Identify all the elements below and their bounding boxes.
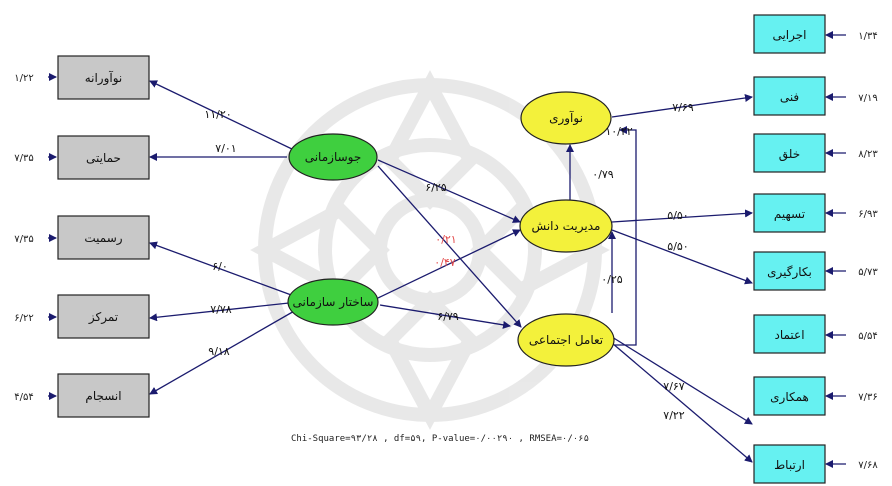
indicator-box-tamarkoz bbox=[57, 294, 150, 339]
coef-sakh-rasmiat: ۶/۰ bbox=[212, 260, 228, 273]
fit-statistics: Chi-Square=۹۳/۲۸ , df=۵۹, P-value=۰/۰۰۲۹… bbox=[291, 434, 589, 444]
left-indicator-group: نوآورانه ۱/۲۲ حمایتی ۷/۳۵ رسمیت ۷/۳۵ تمر… bbox=[14, 55, 150, 418]
error-value-khalgh: ۸/۲۳ bbox=[858, 149, 878, 160]
coef-mod-bekar: ۵/۵۰ bbox=[667, 240, 688, 253]
indicator-label-ertebat: ارتباط bbox=[774, 458, 805, 473]
indicator-box-khalgh bbox=[753, 133, 826, 173]
error-value-rasmiat: ۷/۳۵ bbox=[14, 234, 33, 245]
indicator-box-ertebat bbox=[753, 444, 826, 484]
coef-sakh-tamarkoz: ۷/۷۸ bbox=[210, 303, 232, 316]
arrow-taam-hamkari bbox=[611, 336, 753, 425]
coef-jav-mod: ۶/۲۵ bbox=[425, 181, 447, 194]
indicator-label-ensejam: انسجام bbox=[85, 389, 121, 403]
error-value-noavarane: ۱/۲۲ bbox=[14, 73, 33, 84]
arrow-sakh-mod bbox=[377, 229, 521, 299]
arrow-jav-noavarane bbox=[149, 80, 295, 151]
indicator-label-fani: فنی bbox=[780, 90, 799, 104]
coef-red-b: ۰/۴۷ bbox=[434, 256, 456, 269]
error-value-ejraei: ۱/۳۴ bbox=[858, 31, 877, 42]
indicator-box-rasmiat bbox=[57, 215, 150, 260]
indicator-box-fani bbox=[753, 76, 826, 116]
latent-ellipse-sakh bbox=[287, 278, 379, 326]
coef-jav-noavarane: ۱۱/۲۰ bbox=[204, 108, 231, 121]
indicator-label-ejraei: اجرایی bbox=[772, 28, 806, 43]
indicator-label-khalgh: خلق bbox=[779, 147, 800, 162]
indicator-label-tashim: تسهیم bbox=[774, 207, 805, 221]
error-value-bekar: ۵/۷۳ bbox=[858, 267, 878, 278]
coef-red-a: ۰/۲۱ bbox=[435, 233, 456, 246]
arrow-jav-taam bbox=[377, 165, 522, 328]
indicator-box-ejraei bbox=[753, 14, 826, 54]
arrow-sakh-tamarkoz bbox=[149, 302, 290, 322]
arrow-sakh-rasmiat bbox=[149, 241, 295, 297]
arrow-sakh-ensejam bbox=[149, 309, 297, 395]
error-value-ensejam: ۴/۵۴ bbox=[14, 392, 33, 403]
right-indicator-group: اجرایی ۱/۳۴ فنی ۷/۱۹ خلق ۸/۲۳ تسهیم ۶/۹۳… bbox=[753, 14, 878, 484]
arrow-jav-mod bbox=[377, 159, 521, 223]
latent-ellipse-jav bbox=[288, 133, 378, 181]
error-value-tashim: ۶/۹۳ bbox=[858, 209, 878, 220]
indicator-label-hemayati: حمایتی bbox=[86, 151, 121, 165]
indicator-box-tashim bbox=[753, 193, 826, 233]
coef-mod-tashim: ۵/۵۰ bbox=[667, 209, 688, 222]
coef-taam-hamkari: ۷/۶۷ bbox=[663, 380, 685, 393]
latent-ellipse-taam bbox=[517, 313, 615, 367]
indicator-box-bekar bbox=[753, 251, 826, 291]
latent-label-sakh: ساختار سازمانی bbox=[293, 295, 374, 310]
arrow-noav-fani bbox=[611, 94, 753, 118]
error-value-ertebat: ۷/۶۸ bbox=[858, 460, 878, 471]
coef-mod-noav: ۰/۷۹ bbox=[592, 168, 614, 181]
latent-label-taam: تعامل اجتماعی bbox=[529, 333, 603, 347]
indicator-box-hamkari bbox=[753, 376, 826, 416]
error-value-etemad: ۵/۵۴ bbox=[858, 331, 877, 342]
arrow-sakh-taam bbox=[379, 304, 511, 329]
indicator-label-rasmiat: رسمیت bbox=[84, 231, 122, 246]
indicator-box-hemayati bbox=[57, 135, 150, 180]
arrow-taam-ertebat bbox=[611, 342, 753, 463]
error-value-hemayati: ۷/۳۵ bbox=[14, 153, 33, 164]
watermark-ornament bbox=[250, 70, 610, 430]
indicator-label-noavarane: نوآورانه bbox=[85, 70, 123, 86]
error-value-hamkari: ۷/۳۶ bbox=[858, 392, 877, 403]
coef-sakh-taam: ۶/۷۹ bbox=[437, 310, 459, 323]
coef-jav-hemayati: ۷/۰۱ bbox=[215, 142, 236, 155]
coef-noav-fani: ۷/۶۹ bbox=[672, 101, 694, 114]
error-value-fani: ۷/۱۹ bbox=[858, 93, 877, 104]
latent-label-jav: جوسازمانی bbox=[305, 150, 362, 165]
indicator-box-ensejam bbox=[57, 373, 150, 418]
indicator-label-bekar: بکارگیری bbox=[767, 265, 812, 280]
latent-ellipse-mod bbox=[519, 199, 613, 253]
indicator-label-etemad: اعتماد bbox=[774, 328, 804, 342]
error-value-tamarkoz: ۶/۲۲ bbox=[14, 313, 33, 324]
arrow-mod-tashim bbox=[611, 209, 753, 223]
indicator-box-etemad bbox=[753, 314, 826, 354]
coef-taam-ertebat: ۷/۲۲ bbox=[663, 409, 685, 422]
latent-label-noav: نوآوری bbox=[549, 110, 583, 126]
indicator-label-tamarkoz: تمرکز bbox=[88, 310, 118, 325]
indicator-label-hamkari: همکاری bbox=[770, 390, 809, 405]
indicator-box-noavarane bbox=[57, 55, 150, 100]
coef-taam-mod: ۰/۲۵ bbox=[601, 273, 623, 286]
latent-label-mod: مدیریت دانش bbox=[532, 219, 601, 234]
latent-ellipse-noav bbox=[520, 91, 612, 145]
arrow-mod-bekar bbox=[611, 229, 753, 285]
coef-noav-top: ۱۰/۲۲ bbox=[605, 125, 632, 138]
coef-sakh-ensejam: ۹/۱۸ bbox=[208, 345, 230, 358]
